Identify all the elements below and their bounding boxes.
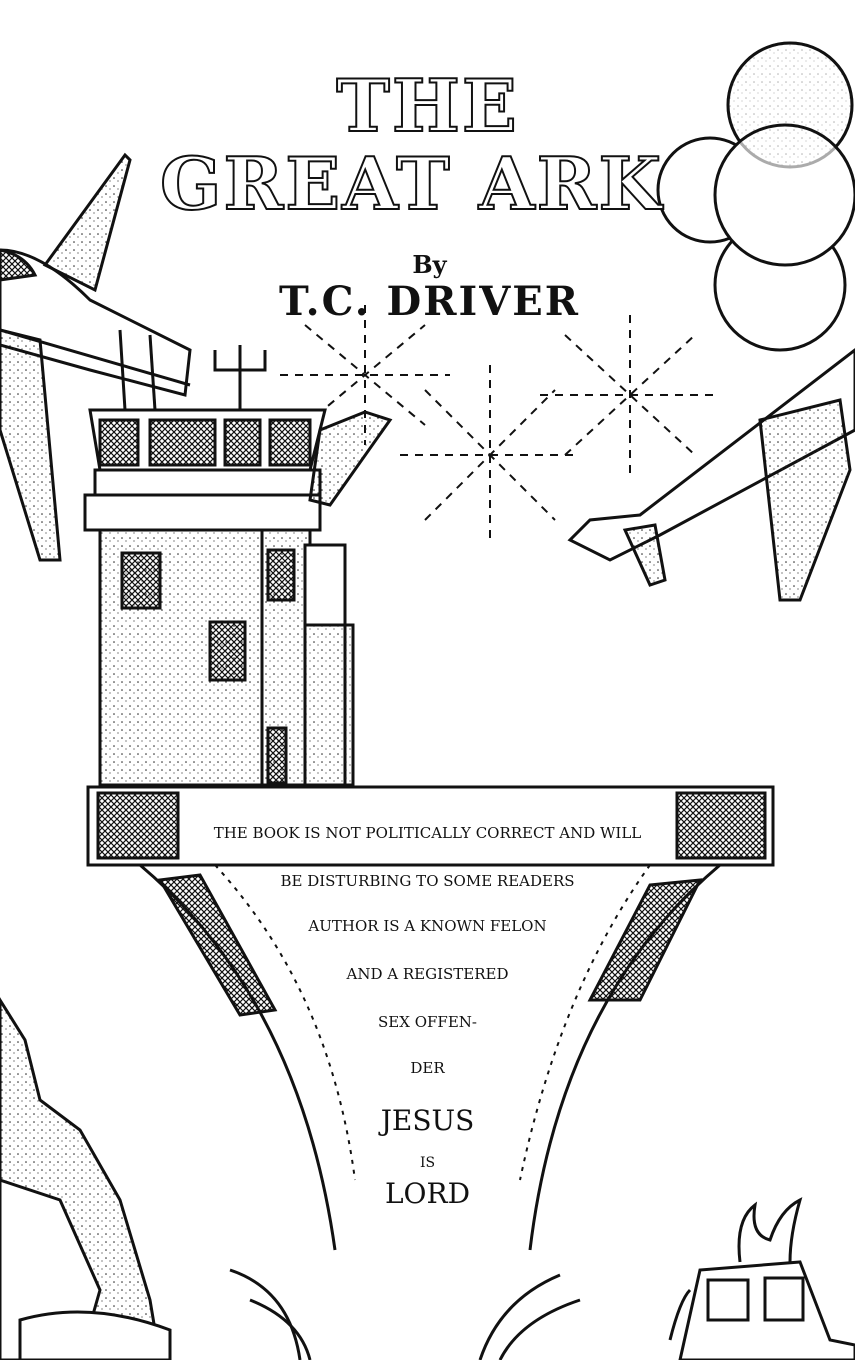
notice-line-1: THE BOOK IS NOT POLITICALLY CORRECT AND … xyxy=(213,824,642,842)
title-line-2: GREAT ARK xyxy=(159,141,664,226)
airplane-left xyxy=(0,152,192,562)
grass xyxy=(229,1268,581,1360)
pedestal xyxy=(86,785,775,1251)
notice-line-6: DER xyxy=(410,1059,445,1077)
control-tower xyxy=(83,329,393,787)
notice-line-2: BE DISTURBING TO SOME READERS xyxy=(280,872,575,890)
notice-line-3: AUTHOR IS A KNOWN FELON xyxy=(308,917,547,935)
notice-line-5: SEX OFFEN- xyxy=(378,1013,477,1031)
balloons xyxy=(656,41,855,352)
notice-lord: LORD xyxy=(384,1177,471,1210)
author-name: T.C. DRIVER xyxy=(279,278,580,325)
fireworks xyxy=(280,305,720,545)
by-label: By xyxy=(412,250,447,279)
notice-line-4: AND A REGISTERED xyxy=(346,965,509,983)
notice-is: IS xyxy=(419,1155,436,1171)
notice-jesus: JESUS xyxy=(380,1104,475,1137)
title-line-1: THE xyxy=(335,63,519,148)
rocks xyxy=(0,997,172,1360)
car-on-fire xyxy=(668,1197,855,1360)
airplane-right xyxy=(567,348,855,602)
